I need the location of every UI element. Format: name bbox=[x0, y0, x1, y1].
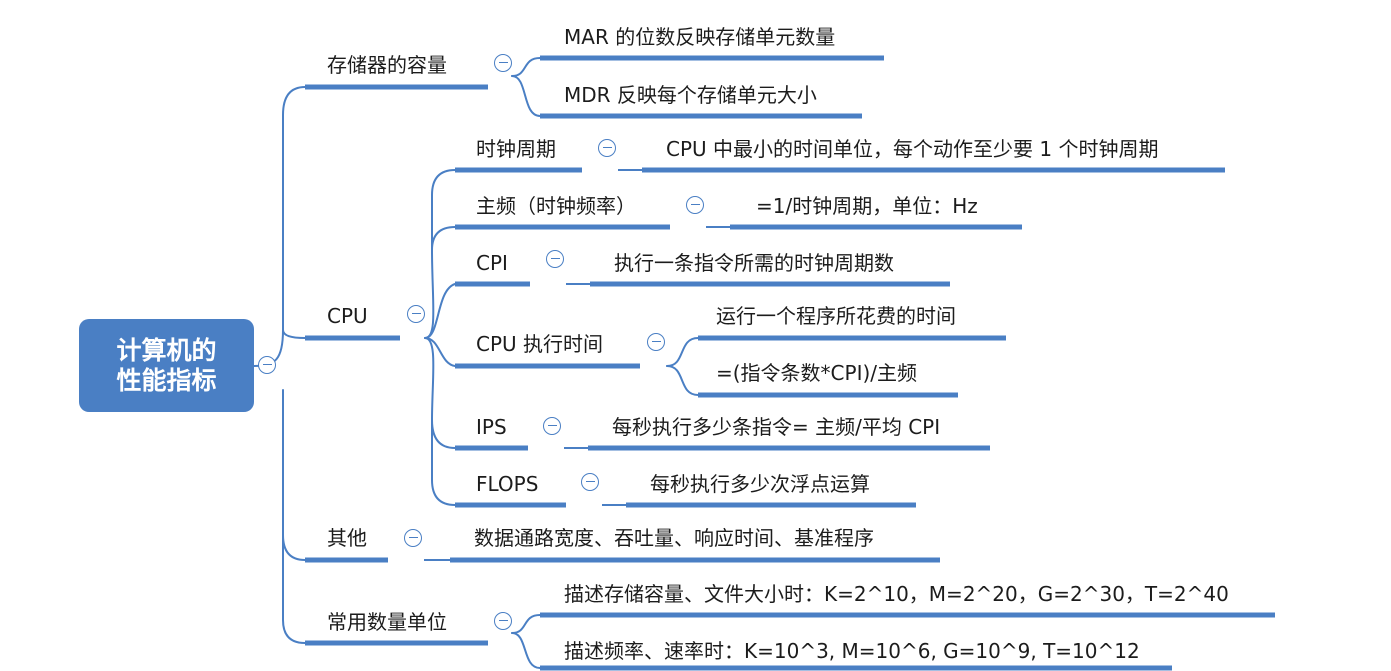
node-storage-units[interactable]: 描述存储容量、文件大小时：K=2^10，M=2^20，G=2^30，T=2^40 bbox=[564, 582, 1229, 606]
node-clock-cycle-desc[interactable]: CPU 中最小的时间单位，每个动作至少要 1 个时钟周期 bbox=[666, 137, 1159, 161]
node-ips[interactable]: IPS bbox=[476, 415, 507, 439]
collapse-icon-storage[interactable] bbox=[494, 54, 512, 72]
node-flops[interactable]: FLOPS bbox=[476, 472, 539, 496]
collapse-icon-ips[interactable] bbox=[543, 417, 561, 435]
node-other-desc[interactable]: 数据通路宽度、吞吐量、响应时间、基准程序 bbox=[474, 526, 874, 550]
node-cpi-desc[interactable]: 执行一条指令所需的时钟周期数 bbox=[614, 251, 894, 275]
node-main-frequency-desc[interactable]: =1/时钟周期，单位：Hz bbox=[756, 194, 978, 218]
collapse-icon-clock-cycle[interactable] bbox=[598, 139, 616, 157]
root-title-line-2: 性能指标 bbox=[116, 365, 217, 395]
collapse-icon-cpu[interactable] bbox=[407, 305, 425, 323]
collapse-icon-cpu-exec-time[interactable] bbox=[647, 333, 665, 351]
root-title-line-1: 计算机的 bbox=[116, 335, 217, 365]
node-cpu-exec-time[interactable]: CPU 执行时间 bbox=[476, 332, 604, 356]
node-mdr[interactable]: MDR 反映每个存储单元大小 bbox=[564, 83, 817, 107]
collapse-icon-main-frequency[interactable] bbox=[686, 196, 704, 214]
collapse-icon-flops[interactable] bbox=[581, 473, 599, 491]
collapse-icon-other[interactable] bbox=[404, 529, 422, 547]
node-flops-desc[interactable]: 每秒执行多少次浮点运算 bbox=[650, 472, 870, 496]
collapse-icon-units[interactable] bbox=[494, 612, 512, 630]
node-mar[interactable]: MAR 的位数反映存储单元数量 bbox=[564, 25, 836, 49]
node-ips-desc[interactable]: 每秒执行多少条指令= 主频/平均 CPI bbox=[612, 415, 941, 439]
node-common-units[interactable]: 常用数量单位 bbox=[327, 610, 447, 634]
node-other[interactable]: 其他 bbox=[327, 526, 367, 550]
root-node[interactable]: 计算机的 性能指标 bbox=[79, 319, 254, 412]
node-exec-time-formula[interactable]: =(指令条数*CPI)/主频 bbox=[716, 361, 918, 385]
node-frequency-units[interactable]: 描述频率、速率时：K=10^3, M=10^6, G=10^9, T=10^12 bbox=[564, 639, 1140, 663]
node-clock-cycle[interactable]: 时钟周期 bbox=[476, 137, 556, 161]
node-exec-time-def[interactable]: 运行一个程序所花费的时间 bbox=[716, 304, 956, 328]
collapse-icon-cpi[interactable] bbox=[546, 250, 564, 268]
collapse-icon-root[interactable] bbox=[258, 356, 276, 374]
node-main-frequency[interactable]: 主频（时钟频率） bbox=[476, 194, 636, 218]
node-storage-capacity[interactable]: 存储器的容量 bbox=[327, 53, 447, 77]
node-cpu[interactable]: CPU bbox=[327, 304, 368, 328]
node-cpi[interactable]: CPI bbox=[476, 251, 508, 275]
